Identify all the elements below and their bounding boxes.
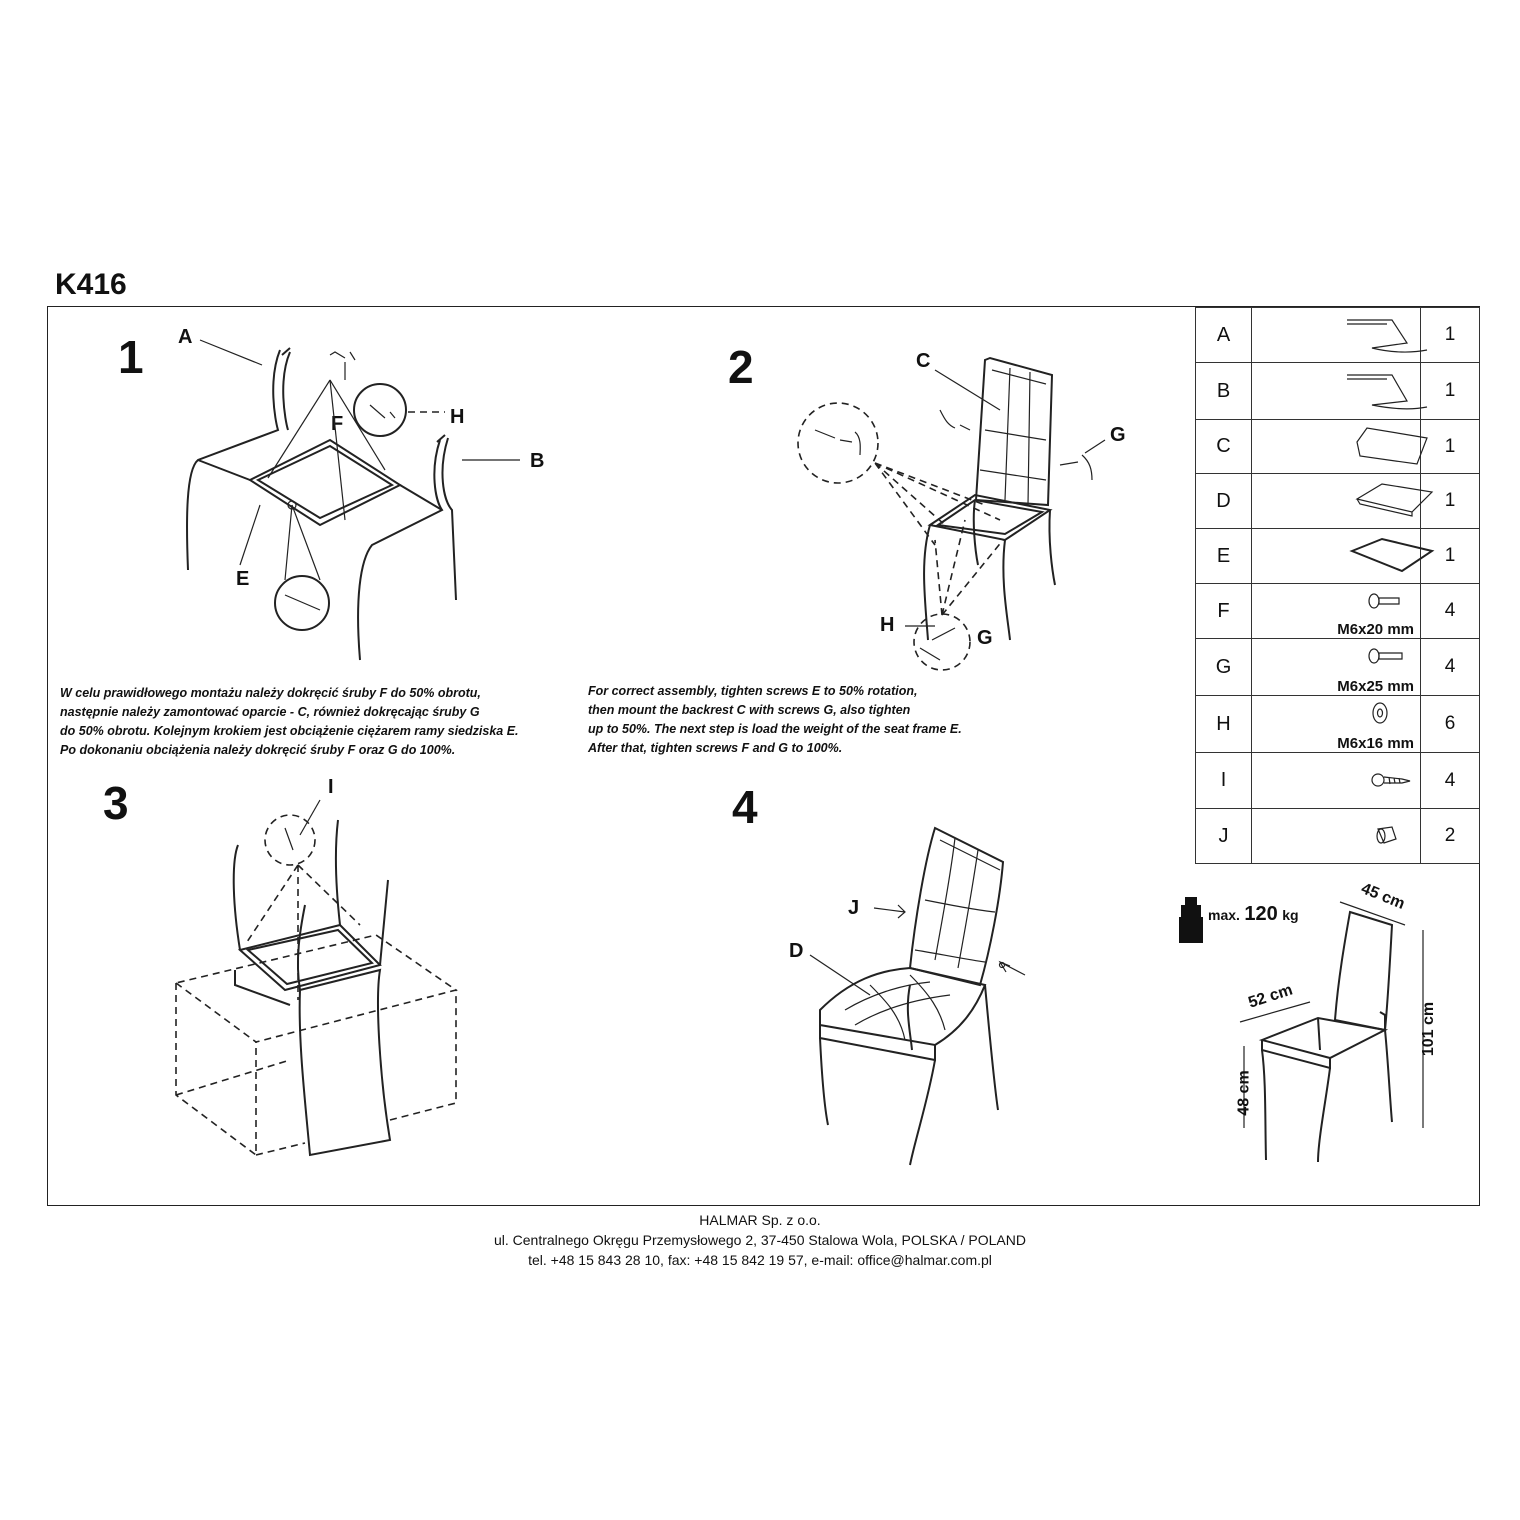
label-a: A xyxy=(178,326,193,348)
bolt-icon xyxy=(1368,648,1403,664)
part-spec: M6x16 mm xyxy=(1337,735,1414,752)
seat-frame-icon xyxy=(1349,537,1435,573)
part-quantity: 2 xyxy=(1420,808,1480,864)
part-quantity: 1 xyxy=(1420,362,1480,420)
label-h: H xyxy=(450,406,465,428)
label-g-bottom: G xyxy=(977,627,993,649)
part-letter: B xyxy=(1195,362,1252,420)
max-load: max. 120 kg xyxy=(1208,903,1299,926)
parts-row: A 1 xyxy=(1195,307,1480,363)
parts-row: I 4 xyxy=(1195,752,1480,809)
parts-row: C 1 xyxy=(1195,419,1480,474)
cap-icon xyxy=(1376,826,1397,844)
part-quantity: 6 xyxy=(1420,695,1480,753)
part-letter: D xyxy=(1195,473,1252,529)
part-quantity: 1 xyxy=(1420,307,1480,363)
step-4-number: 4 xyxy=(732,781,758,833)
label-h-bottom: H xyxy=(880,614,895,636)
part-letter: E xyxy=(1195,528,1252,584)
leg-frame-icon xyxy=(1347,319,1428,353)
part-illustration xyxy=(1251,528,1435,584)
part-illustration xyxy=(1251,307,1428,363)
dim-height: 101 cm xyxy=(1420,1001,1438,1057)
instructions-pl: W celu prawidłowego montażu należy dokrę… xyxy=(60,684,519,760)
step-1-number: 1 xyxy=(118,331,144,383)
part-quantity: 1 xyxy=(1420,528,1480,584)
seat-cushion-icon xyxy=(1355,483,1434,517)
instruction-pl-line: następnie należy zamontować oparcie - C,… xyxy=(60,705,480,719)
backrest-icon xyxy=(1356,427,1428,465)
part-letter: G xyxy=(1195,638,1252,696)
step-2-number: 2 xyxy=(728,341,754,393)
part-illustration xyxy=(1251,808,1421,864)
instruction-en-line: For correct assembly, tighten screws E t… xyxy=(588,684,918,698)
instruction-frame xyxy=(47,306,1480,1206)
part-illustration: M6x20 mm xyxy=(1251,583,1421,639)
part-letter: A xyxy=(1195,307,1252,363)
footer-contact: tel. +48 15 843 28 10, fax: +48 15 842 1… xyxy=(528,1252,992,1268)
label-i: I xyxy=(328,776,334,798)
footer-company: HALMAR Sp. z o.o. xyxy=(699,1212,821,1228)
part-illustration xyxy=(1251,362,1428,420)
label-b: B xyxy=(530,450,545,472)
weight-icon xyxy=(1179,897,1203,943)
instruction-pl-line: W celu prawidłowego montażu należy dokrę… xyxy=(60,686,481,700)
part-quantity: 4 xyxy=(1420,638,1480,696)
part-illustration xyxy=(1251,419,1428,474)
dim-seat-height: 48 cm xyxy=(1235,1070,1253,1116)
step-3-number: 3 xyxy=(103,777,129,829)
instruction-en-line: then mount the backrest C with screws G,… xyxy=(588,703,911,717)
label-c: C xyxy=(916,350,931,372)
washer-icon xyxy=(1372,702,1388,724)
label-j: J xyxy=(848,897,860,919)
parts-table: A 1 B 1 C 1 D 1 E 1 F M6x20 xyxy=(1195,307,1480,864)
parts-row: D 1 xyxy=(1195,473,1480,529)
part-quantity: 4 xyxy=(1420,583,1480,639)
part-quantity: 1 xyxy=(1420,419,1480,474)
parts-row: F M6x20 mm 4 xyxy=(1195,583,1480,639)
part-spec: M6x20 mm xyxy=(1337,621,1414,638)
part-letter: J xyxy=(1195,808,1252,864)
footer-address: ul. Centralnego Okręgu Przemysłowego 2, … xyxy=(493,1232,1026,1248)
part-letter: H xyxy=(1195,695,1252,753)
instruction-pl-line: Po dokonaniu obciążenia należy dokręcić … xyxy=(60,743,456,757)
part-letter: I xyxy=(1195,752,1252,809)
label-e: E xyxy=(236,568,250,590)
wood-screw-icon xyxy=(1371,773,1411,787)
leg-frame-icon xyxy=(1347,374,1428,410)
document-title: K416 xyxy=(55,268,127,301)
part-spec: M6x25 mm xyxy=(1337,678,1414,695)
part-letter: C xyxy=(1195,419,1252,474)
label-g-top: G xyxy=(1110,424,1126,446)
max-load-unit: kg xyxy=(1282,907,1299,923)
max-load-value: 120 xyxy=(1244,903,1278,925)
instruction-pl-line: do 50% obrotu. Kolejnym krokiem jest obc… xyxy=(60,724,519,738)
footer: HALMAR Sp. z o.o. ul. Centralnego Okręgu… xyxy=(0,1210,1520,1270)
label-d: D xyxy=(789,940,804,962)
parts-row: E 1 xyxy=(1195,528,1480,584)
max-load-prefix: max. xyxy=(1208,907,1240,923)
parts-row: B 1 xyxy=(1195,362,1480,420)
parts-row: J 2 xyxy=(1195,808,1480,864)
part-illustration: M6x25 mm xyxy=(1251,638,1421,696)
instructions-en: For correct assembly, tighten screws E t… xyxy=(588,682,962,758)
part-illustration xyxy=(1251,752,1421,809)
instruction-en-line: up to 50%. The next step is load the wei… xyxy=(588,722,962,736)
instruction-en-line: After that, tighten screws F and G to 10… xyxy=(588,741,843,755)
part-quantity: 4 xyxy=(1420,752,1480,809)
bolt-icon xyxy=(1368,593,1400,609)
parts-row: G M6x25 mm 4 xyxy=(1195,638,1480,696)
